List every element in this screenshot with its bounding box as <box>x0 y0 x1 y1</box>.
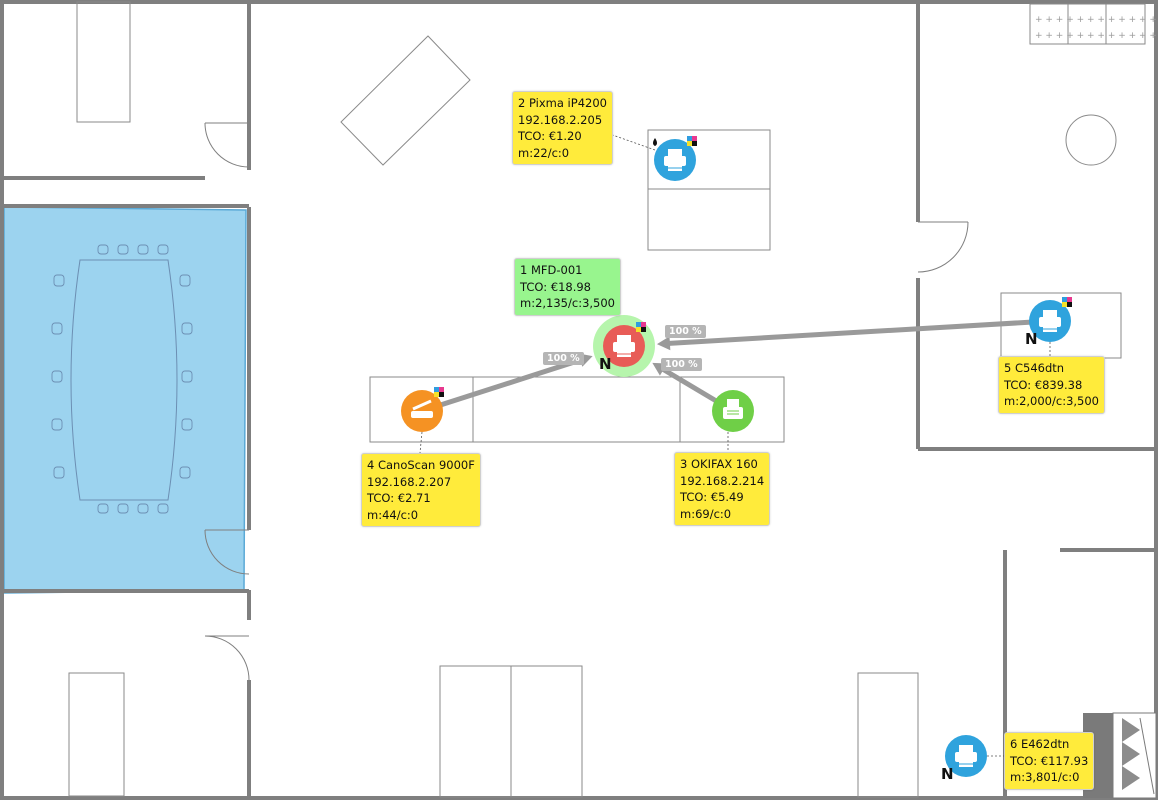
connection-percent-c546: 100 % <box>665 325 706 338</box>
connection-percent-okifax: 100 % <box>661 358 702 371</box>
cmyk-badge-magenta <box>641 322 646 327</box>
cmyk-badge-yellow <box>434 392 439 397</box>
cmyk-badge-cyan <box>1062 297 1067 302</box>
device-card-line: m:2,135/c:3,500 <box>520 296 615 310</box>
network-badge: N <box>1025 330 1038 348</box>
device-card-line: 192.168.2.205 <box>518 112 603 127</box>
scanner-base <box>411 411 433 418</box>
device-card-mfd[interactable]: 1 MFD-001 TCO: €18.98 m:2,135/c:3,500 <box>514 258 621 316</box>
cmyk-badge-black <box>692 141 697 146</box>
cmyk-badge-cyan <box>636 322 641 327</box>
cmyk-badge-yellow <box>1062 302 1067 307</box>
device-card-canoscan[interactable]: 4 CanoScan 9000F 192.168.2.207 TCO: €2.7… <box>361 453 481 527</box>
mfd-icon <box>613 322 646 357</box>
network-badge: N <box>599 355 612 373</box>
device-card-line: TCO: €839.38 <box>1004 377 1083 392</box>
device-card-line: 192.168.2.214 <box>680 473 765 488</box>
cmyk-badge-black <box>439 392 444 397</box>
printer-icon <box>653 136 697 171</box>
ink-drop-icon <box>653 138 657 146</box>
device-card-okifax[interactable]: 3 OKIFAX 160 192.168.2.214 TCO: €5.49 m:… <box>674 452 771 526</box>
printer-icon <box>955 745 977 767</box>
printer-icon <box>1039 297 1072 332</box>
leader-lines <box>419 131 1051 757</box>
cmyk-badge-yellow <box>687 141 692 146</box>
device-card-line: m:44/c:0 <box>367 507 419 522</box>
meeting-room-area <box>3 206 247 594</box>
device-card-line: TCO: €2.71 <box>367 491 431 505</box>
cmyk-badge-magenta <box>692 136 697 141</box>
cmyk-badge-cyan <box>434 387 439 392</box>
cmyk-badge-black <box>641 327 646 332</box>
svg-text:+ + + + + + + + + + + +: + + + + + + + + + + + + <box>1035 15 1157 25</box>
scanner-icon <box>411 387 444 418</box>
paper-tray <box>1043 310 1057 318</box>
svg-text:+ + + + + + + + + + + +: + + + + + + + + + + + + <box>1035 31 1157 41</box>
device-card-line: m:2,000/c:3,500 <box>1004 394 1099 408</box>
device-card-line: TCO: €18.98 <box>520 279 591 294</box>
device-card-line: 1 MFD-001 <box>520 263 583 277</box>
leader-line-canoscan <box>419 431 423 454</box>
cmyk-badge-magenta <box>1067 297 1072 302</box>
conference-table <box>70 259 178 501</box>
fax-paper <box>727 399 739 407</box>
paper-tray <box>959 745 973 753</box>
device-card-line: 3 OKIFAX 160 <box>680 457 758 471</box>
printer-body <box>1039 317 1061 327</box>
device-card-line: m:3,801/c:0 <box>1010 770 1080 784</box>
device-card-c546[interactable]: 5 C546dtn TCO: €839.38 m:2,000/c:3,500 <box>998 356 1105 414</box>
cmyk-badge-black <box>1067 302 1072 307</box>
device-pixma[interactable] <box>653 136 697 181</box>
scanner-lid <box>412 399 432 411</box>
device-card-line: 192.168.2.207 <box>367 474 452 489</box>
device-card-line: 6 E462dtn <box>1010 737 1070 751</box>
device-e462[interactable]: N <box>941 735 987 783</box>
paper-tray <box>617 335 631 343</box>
device-mfd[interactable]: N <box>593 315 655 377</box>
device-card-line: TCO: €5.49 <box>680 490 744 504</box>
device-card-line: 4 CanoScan 9000F <box>367 458 475 472</box>
conference-chairs <box>51 244 193 514</box>
device-card-line: m:69/c:0 <box>680 506 732 521</box>
device-card-line: 5 C546dtn <box>1004 361 1065 375</box>
device-card-line: 2 Pixma iP4200 <box>518 96 607 110</box>
device-canoscan[interactable] <box>401 387 444 432</box>
fax-icon <box>723 399 743 419</box>
connection-percent-canoscan: 100 % <box>543 352 584 365</box>
doors <box>204 122 969 681</box>
network-badge: N <box>941 765 954 783</box>
cmyk-badge-magenta <box>439 387 444 392</box>
device-card-line: m:22/c:0 <box>518 145 570 160</box>
printer-body <box>613 342 635 352</box>
cmyk-badge-cyan <box>687 136 692 141</box>
device-okifax[interactable] <box>712 390 754 432</box>
device-card-pixma[interactable]: 2 Pixma iP4200 192.168.2.205 TCO: €1.20 … <box>512 91 613 165</box>
cmyk-badge-yellow <box>636 327 641 332</box>
device-card-line: TCO: €117.93 <box>1010 753 1089 768</box>
connection-arrow-c546 <box>656 336 671 351</box>
connection-line-okifax <box>657 364 718 404</box>
fax-body <box>723 407 743 419</box>
printer-body <box>955 752 977 762</box>
device-card-line: TCO: €1.20 <box>518 129 582 143</box>
paper-tray <box>668 149 682 157</box>
device-c546[interactable]: N <box>1025 297 1072 348</box>
bed-pattern: + + + + + + + + + + + + + + + + + + + + … <box>1035 15 1157 41</box>
printer-body <box>664 156 686 166</box>
device-icons: N N N <box>401 136 1072 783</box>
staircase <box>1083 712 1157 799</box>
connection-line-canoscan <box>439 356 586 408</box>
furniture <box>68 1 1146 798</box>
device-card-e462[interactable]: 6 E462dtn TCO: €117.93 m:3,801/c:0 <box>1004 732 1095 790</box>
connection-line-c546 <box>664 319 1032 347</box>
